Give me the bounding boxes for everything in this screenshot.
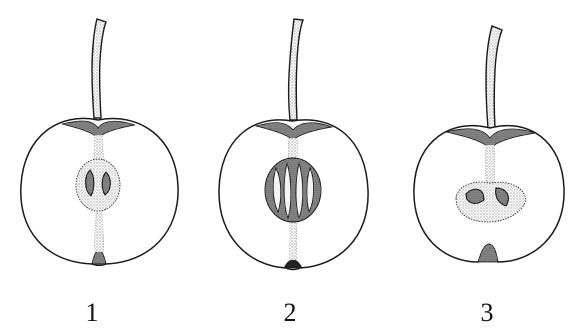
apple-section-1 bbox=[21, 19, 178, 266]
apple-2-stem bbox=[289, 19, 303, 120]
apple-1-core bbox=[76, 159, 120, 211]
figure-label-3: 3 bbox=[467, 298, 507, 328]
figure-label-1: 1 bbox=[72, 298, 112, 328]
apple-1-stem bbox=[92, 19, 106, 118]
apple-3-seed-left bbox=[466, 189, 484, 203]
apple-section-3 bbox=[414, 26, 564, 262]
apple-section-2 bbox=[219, 19, 368, 270]
figure-label-2: 2 bbox=[270, 298, 310, 328]
apple-3-stem bbox=[486, 26, 502, 128]
